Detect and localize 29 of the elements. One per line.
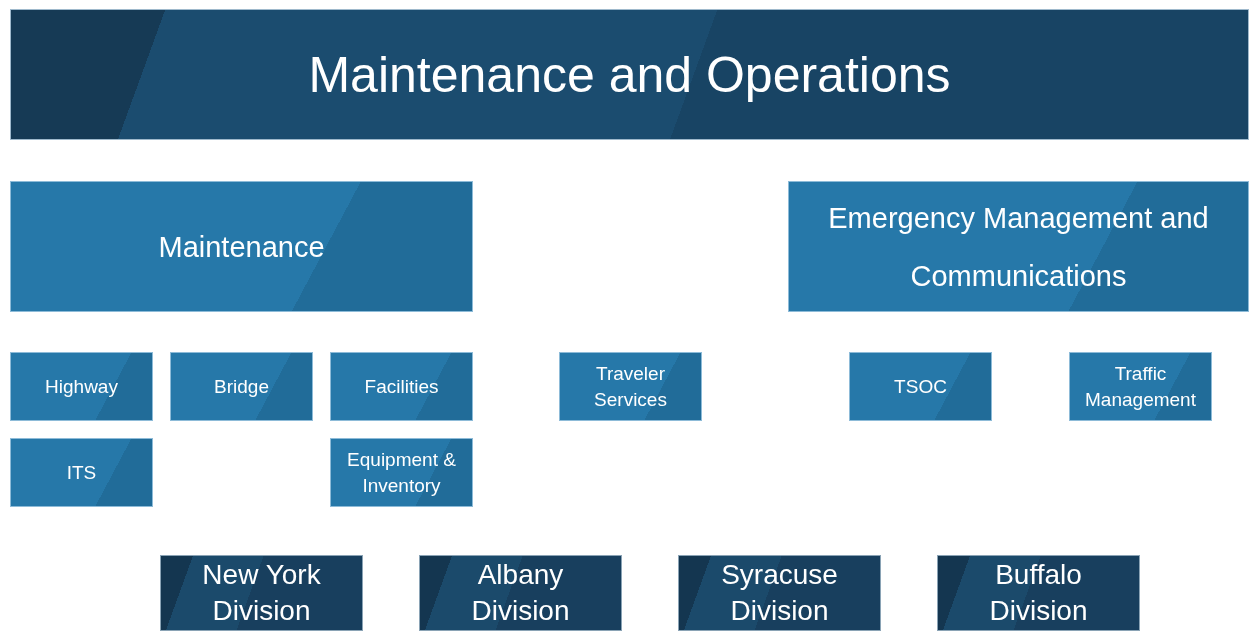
node-label: Syracuse Division <box>720 557 839 628</box>
unit-box <box>10 438 153 507</box>
unit-box <box>1069 352 1212 421</box>
unit-box <box>849 352 992 421</box>
node-label: Bridge <box>214 374 269 399</box>
title: Maintenance and Operations <box>307 45 952 105</box>
unit-box <box>170 352 313 421</box>
node-label: Emergency Management and Communications <box>827 200 1210 294</box>
node-label: New York Division <box>201 557 322 628</box>
node-label: Albany Division <box>470 557 571 628</box>
node-label: ITS <box>66 460 97 485</box>
node-label: TSOC <box>894 374 947 399</box>
node-label: Traffic Management <box>1084 361 1197 412</box>
division-box <box>419 555 622 631</box>
division-box <box>160 555 363 631</box>
unit-box <box>10 352 153 421</box>
division-box <box>678 555 881 631</box>
node-label: Facilities <box>364 374 439 399</box>
node-label: Maintenance <box>158 229 325 265</box>
unit-box <box>10 181 473 312</box>
unit-box <box>559 352 702 421</box>
unit-box <box>330 352 473 421</box>
division-box <box>937 555 1140 631</box>
node-label: Equipment & Inventory <box>346 447 457 498</box>
unit-box <box>330 438 473 507</box>
node-label: Traveler Services <box>593 361 668 412</box>
unit-box <box>788 181 1249 312</box>
node-label: Buffalo Division <box>988 557 1089 628</box>
node-label: Highway <box>45 374 118 399</box>
